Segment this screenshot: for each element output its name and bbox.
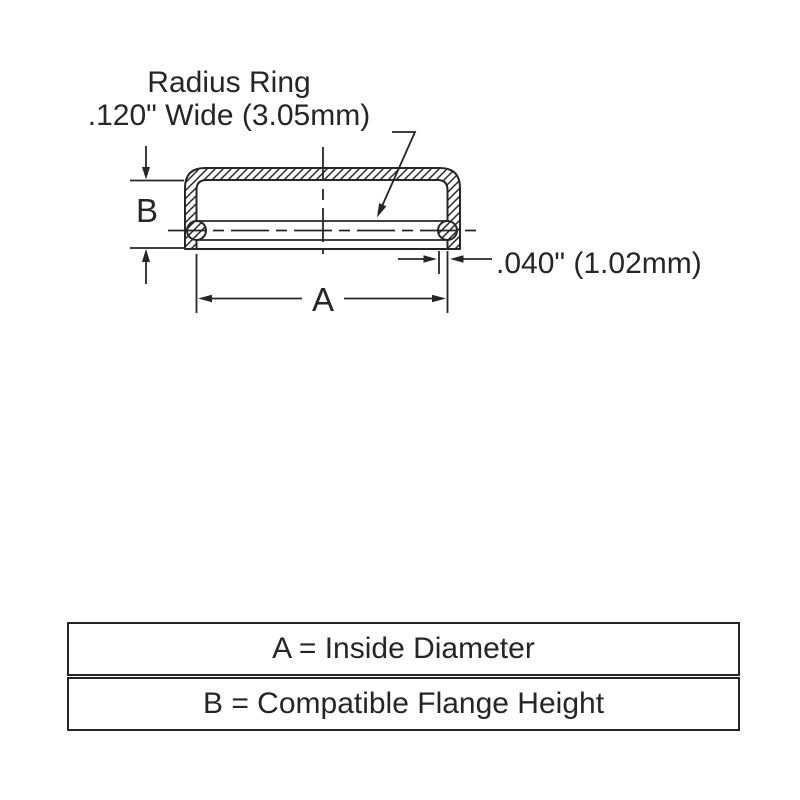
leader-line <box>377 131 417 218</box>
cap-wall-section <box>184 167 461 250</box>
dim-b-arrow-up-icon <box>142 249 150 262</box>
dim-b-label: B <box>135 192 159 229</box>
leader-arrowhead-icon <box>377 203 387 218</box>
dim-a-arrow-right-icon <box>432 294 446 303</box>
dim-thickness-arrow-left-icon <box>450 255 464 263</box>
legend-row-b: B = Compatible Flange Height <box>67 677 740 731</box>
dim-a-label: A <box>311 281 335 318</box>
legend-table: A = Inside Diameter B = Compatible Flang… <box>67 622 740 731</box>
dim-wall-thickness-group <box>398 251 492 274</box>
dim-thickness-arrow-right-icon <box>423 255 437 263</box>
legend-row-a: A = Inside Diameter <box>67 622 740 676</box>
dim-b-group <box>130 146 184 284</box>
radius-ring-callout: Radius Ring .120" Wide (3.05mm) <box>88 66 370 132</box>
callout-line-2: .120" Wide (3.05mm) <box>87 99 371 132</box>
ring-edge-lines <box>196 220 448 241</box>
dim-b-arrow-down-icon <box>142 167 150 180</box>
callout-line-1: Radius Ring <box>147 66 311 99</box>
dim-a-arrow-left-icon <box>198 294 212 303</box>
dim-a-group <box>195 251 449 313</box>
wall-thickness-label: .040" (1.02mm) <box>496 247 702 280</box>
